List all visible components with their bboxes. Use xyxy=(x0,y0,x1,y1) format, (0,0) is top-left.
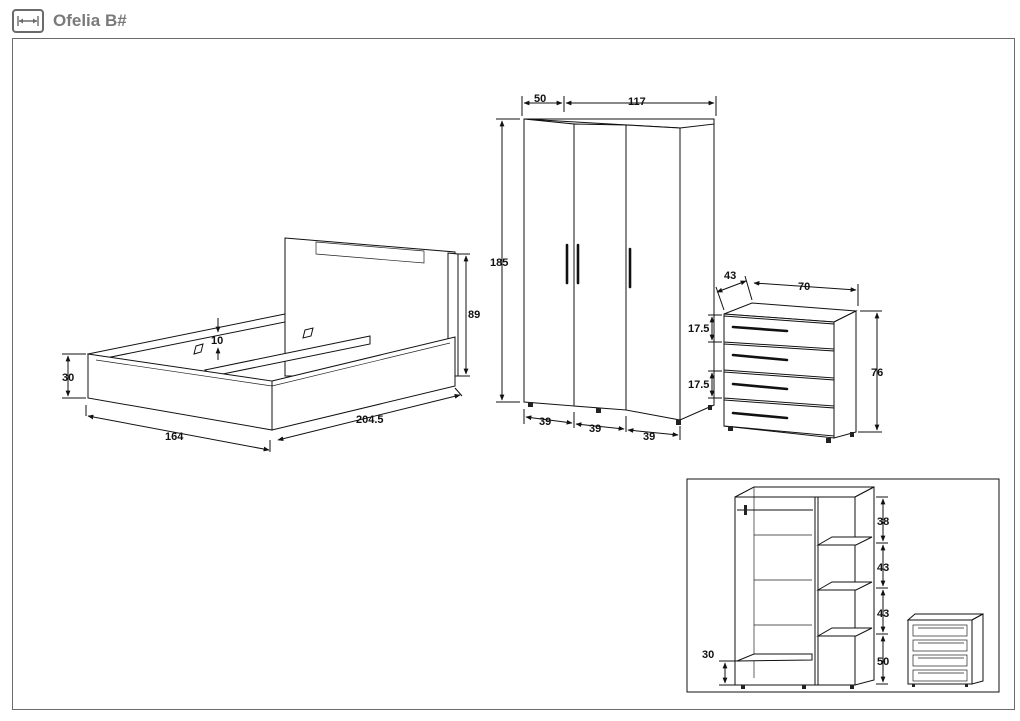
wardrobe-width-label: 117 xyxy=(628,96,646,108)
chest-height-label: 76 xyxy=(871,367,883,379)
interior-bottom-shelf-label: 30 xyxy=(702,649,714,661)
headboard-handle-slot xyxy=(315,241,425,264)
interior-shelf-2-label: 43 xyxy=(877,562,889,574)
wardrobe-side xyxy=(679,123,715,421)
chest-handle xyxy=(731,353,789,362)
chest-handle xyxy=(731,325,789,333)
bed-headboard-height-label: 89 xyxy=(468,309,480,321)
chest-interior-drawing xyxy=(906,613,984,687)
chest-side xyxy=(833,310,857,439)
wardrobe-depth-label: 50 xyxy=(534,93,546,105)
wardrobe-door-middle-label: 39 xyxy=(589,423,601,435)
wardrobe-height-label: 185 xyxy=(490,257,508,269)
page-title: Ofelia B# xyxy=(53,11,127,30)
dimension-arrow-icon xyxy=(12,9,44,33)
bed-slat-offset-label: 10 xyxy=(211,335,223,347)
interior-shelf-4-label: 50 xyxy=(877,656,889,668)
wardrobe-door-left-label: 39 xyxy=(539,416,551,428)
page-header: Ofelia B# xyxy=(12,7,127,35)
bed-frame-height-label: 30 xyxy=(62,372,74,384)
bed-drawing xyxy=(86,237,459,431)
interior-shelf-3-label: 43 xyxy=(877,608,889,620)
chest-depth-label: 43 xyxy=(724,270,736,282)
wardrobe-door-right-label: 39 xyxy=(643,431,655,443)
bed-length-label: 204.5 xyxy=(356,414,384,426)
interior-shelf-1-label: 38 xyxy=(877,516,889,528)
chest-handle xyxy=(731,411,789,420)
wardrobe-door-middle xyxy=(573,123,627,411)
bed-width-label: 164 xyxy=(165,431,184,443)
chest-drawer-lower-label: 17.5 xyxy=(688,379,709,391)
chest-drawing xyxy=(723,302,858,443)
bed-bracket xyxy=(193,343,204,355)
bed-bracket xyxy=(302,327,314,339)
wardrobe-interior-drawing xyxy=(734,486,875,689)
chest-handle xyxy=(731,382,789,391)
chest-drawer-top-label: 17.5 xyxy=(688,323,709,335)
drawing-frame xyxy=(12,38,1015,710)
chest-drawer-2 xyxy=(723,343,835,379)
chest-drawer-1 xyxy=(723,315,835,350)
wardrobe-drawing xyxy=(523,118,715,425)
wardrobe-door-right xyxy=(625,124,681,421)
chest-width-label: 70 xyxy=(798,281,810,293)
